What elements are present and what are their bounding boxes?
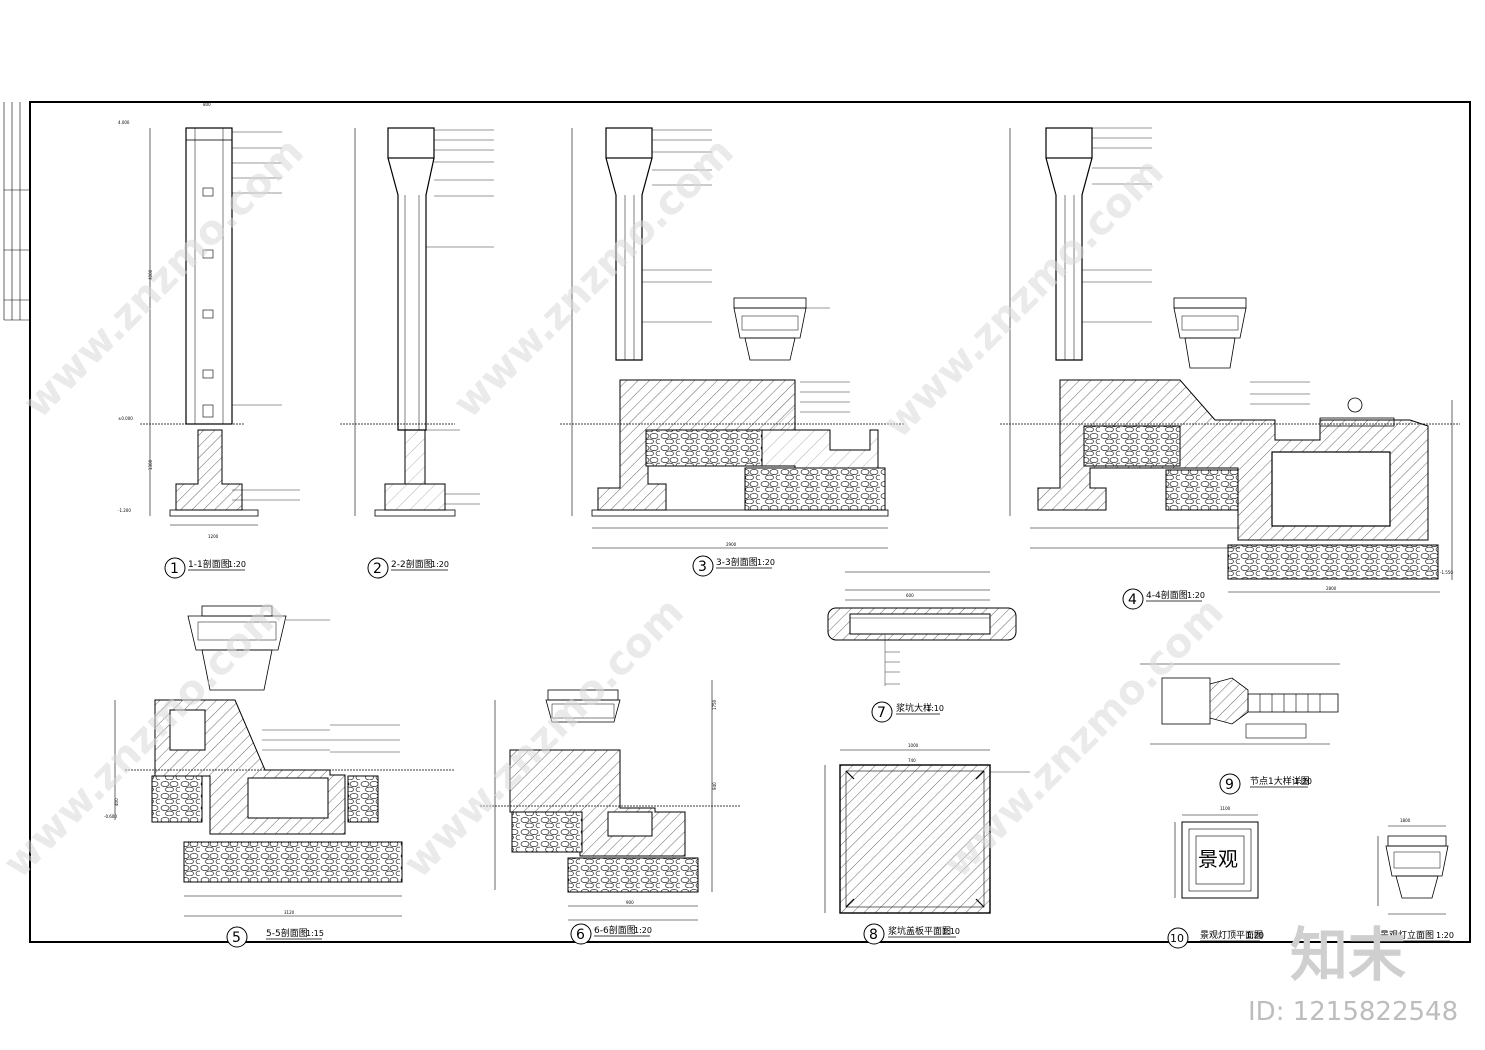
dim-1100: 1100: [1220, 806, 1231, 811]
title-block-strip: [3, 102, 30, 321]
dim-740: 740: [908, 758, 916, 763]
title-10-num: 10: [1170, 932, 1184, 945]
title-8: 8 浆坑盖板平面图 1:10: [863, 923, 960, 945]
elev-e2: -0.600: [104, 814, 117, 819]
section-5-drawing: [114, 605, 455, 917]
dim-3120: 3120: [284, 910, 295, 915]
elev-top: 4.000: [118, 120, 130, 125]
title-6-name: 6-6剖面图: [594, 924, 636, 936]
title-6-num: 6: [576, 927, 585, 943]
sheet-border: [29, 101, 1471, 943]
elev-ground: ±0.000: [118, 416, 133, 421]
section-2-drawing: [340, 127, 494, 517]
detail-11-drawing: [1377, 825, 1449, 915]
title-3-name: 3-3剖面图: [716, 556, 758, 568]
dim-1000: 1000: [908, 743, 919, 748]
title-2-num: 2: [373, 561, 382, 577]
title-8-name: 浆坑盖板平面图: [888, 925, 951, 937]
title-4-scale: 1:20: [1187, 591, 1205, 600]
elev-bottom: -1.200: [118, 508, 131, 513]
title-11-scale: 1:20: [1436, 931, 1454, 940]
title-1: 1 1-1剖面图 1:20: [164, 557, 246, 579]
title-9: 9 节点1大样详图 1:20: [1219, 773, 1312, 795]
title-3-num: 3: [698, 559, 707, 575]
dim-2900: 2900: [726, 542, 737, 547]
title-5-num: 5: [232, 930, 241, 946]
section-1-drawing: [140, 127, 300, 526]
title-5-name: 5-5剖面图: [266, 927, 308, 939]
lamp-plan-text: 景观: [1198, 847, 1238, 871]
detail-8-drawing: [824, 749, 1030, 914]
section-titles: 1 1-1剖面图 1:20 2 2-2剖面图 1:20 3 3-3剖面图 1:2…: [164, 555, 1454, 949]
title-8-scale: 1:10: [942, 927, 960, 936]
dimension-labels: 800 4000 1300 1200 1750 940 600 1100 180…: [104, 102, 1453, 915]
dim-1800: 1800: [1400, 818, 1411, 823]
dim-900: 900: [626, 900, 634, 905]
dim-600: 600: [906, 593, 914, 598]
dim-1750: 1750: [712, 699, 717, 710]
watermark-site: www.znzmo.com: [15, 129, 313, 427]
detail-10-drawing: [1174, 814, 1259, 899]
title-7-name: 浆坑大样: [896, 702, 932, 714]
title-5: 5 5-5剖面图 1:15: [226, 926, 324, 948]
title-6: 6 6-6剖面图 1:20: [570, 923, 652, 945]
dim-2800: 2800: [1326, 586, 1337, 591]
title-11-name: 景观灯立面图: [1380, 929, 1434, 941]
title-3: 3 3-3剖面图 1:20: [692, 555, 775, 577]
title-10-name: 景观灯顶平面图: [1200, 930, 1263, 941]
title-4-name: 4-4剖面图: [1146, 589, 1188, 601]
title-7-scale: 1:10: [926, 704, 944, 713]
title-4-num: 4: [1128, 592, 1137, 608]
title-11: 景观灯立面图 1:20: [1380, 929, 1454, 942]
title-2: 2 2-2剖面图 1:20: [367, 557, 449, 579]
detail-9-drawing: [1140, 663, 1340, 745]
title-6-scale: 1:20: [634, 926, 652, 935]
title-1-num: 1: [170, 561, 179, 577]
dim-800: 800: [203, 102, 211, 107]
title-9-name: 节点1大样详图: [1250, 775, 1310, 787]
title-7: 7 浆坑大样 1:10: [871, 701, 944, 723]
title-9-num: 9: [1225, 777, 1234, 793]
title-8-num: 8: [869, 927, 878, 943]
title-4: 4 4-4剖面图 1:20: [1122, 588, 1205, 610]
dim-940: 940: [712, 782, 717, 790]
title-1-scale: 1:20: [228, 560, 246, 569]
title-5-scale: 1:15: [306, 929, 324, 938]
section-3-drawing: [560, 127, 905, 549]
dim-4000: 4000: [148, 269, 153, 280]
dim-1200: 1200: [208, 534, 219, 539]
title-7-num: 7: [877, 705, 886, 721]
title-10: 10 景观灯顶平面图 1:20: [1167, 927, 1264, 949]
title-9-scale: 1:20: [1294, 777, 1312, 786]
title-3-scale: 1:20: [757, 558, 775, 567]
title-2-scale: 1:20: [431, 560, 449, 569]
detail-7-drawing: [827, 571, 1017, 686]
section-6-drawing: [480, 680, 740, 921]
brand-watermark: 知末 ID: 1215822548: [1248, 921, 1458, 1027]
watermark-brand: 知末: [1290, 921, 1406, 989]
title-1-name: 1-1剖面图: [188, 558, 230, 570]
watermark-id: ID: 1215822548: [1248, 997, 1458, 1027]
dim-1300: 1300: [148, 459, 153, 470]
elev-e1: -1.550: [1440, 570, 1453, 575]
title-2-name: 2-2剖面图: [391, 558, 433, 570]
dim-400: 400: [114, 798, 119, 806]
section-4-drawing: [1000, 127, 1460, 593]
title-10-scale: 1:20: [1246, 931, 1264, 940]
